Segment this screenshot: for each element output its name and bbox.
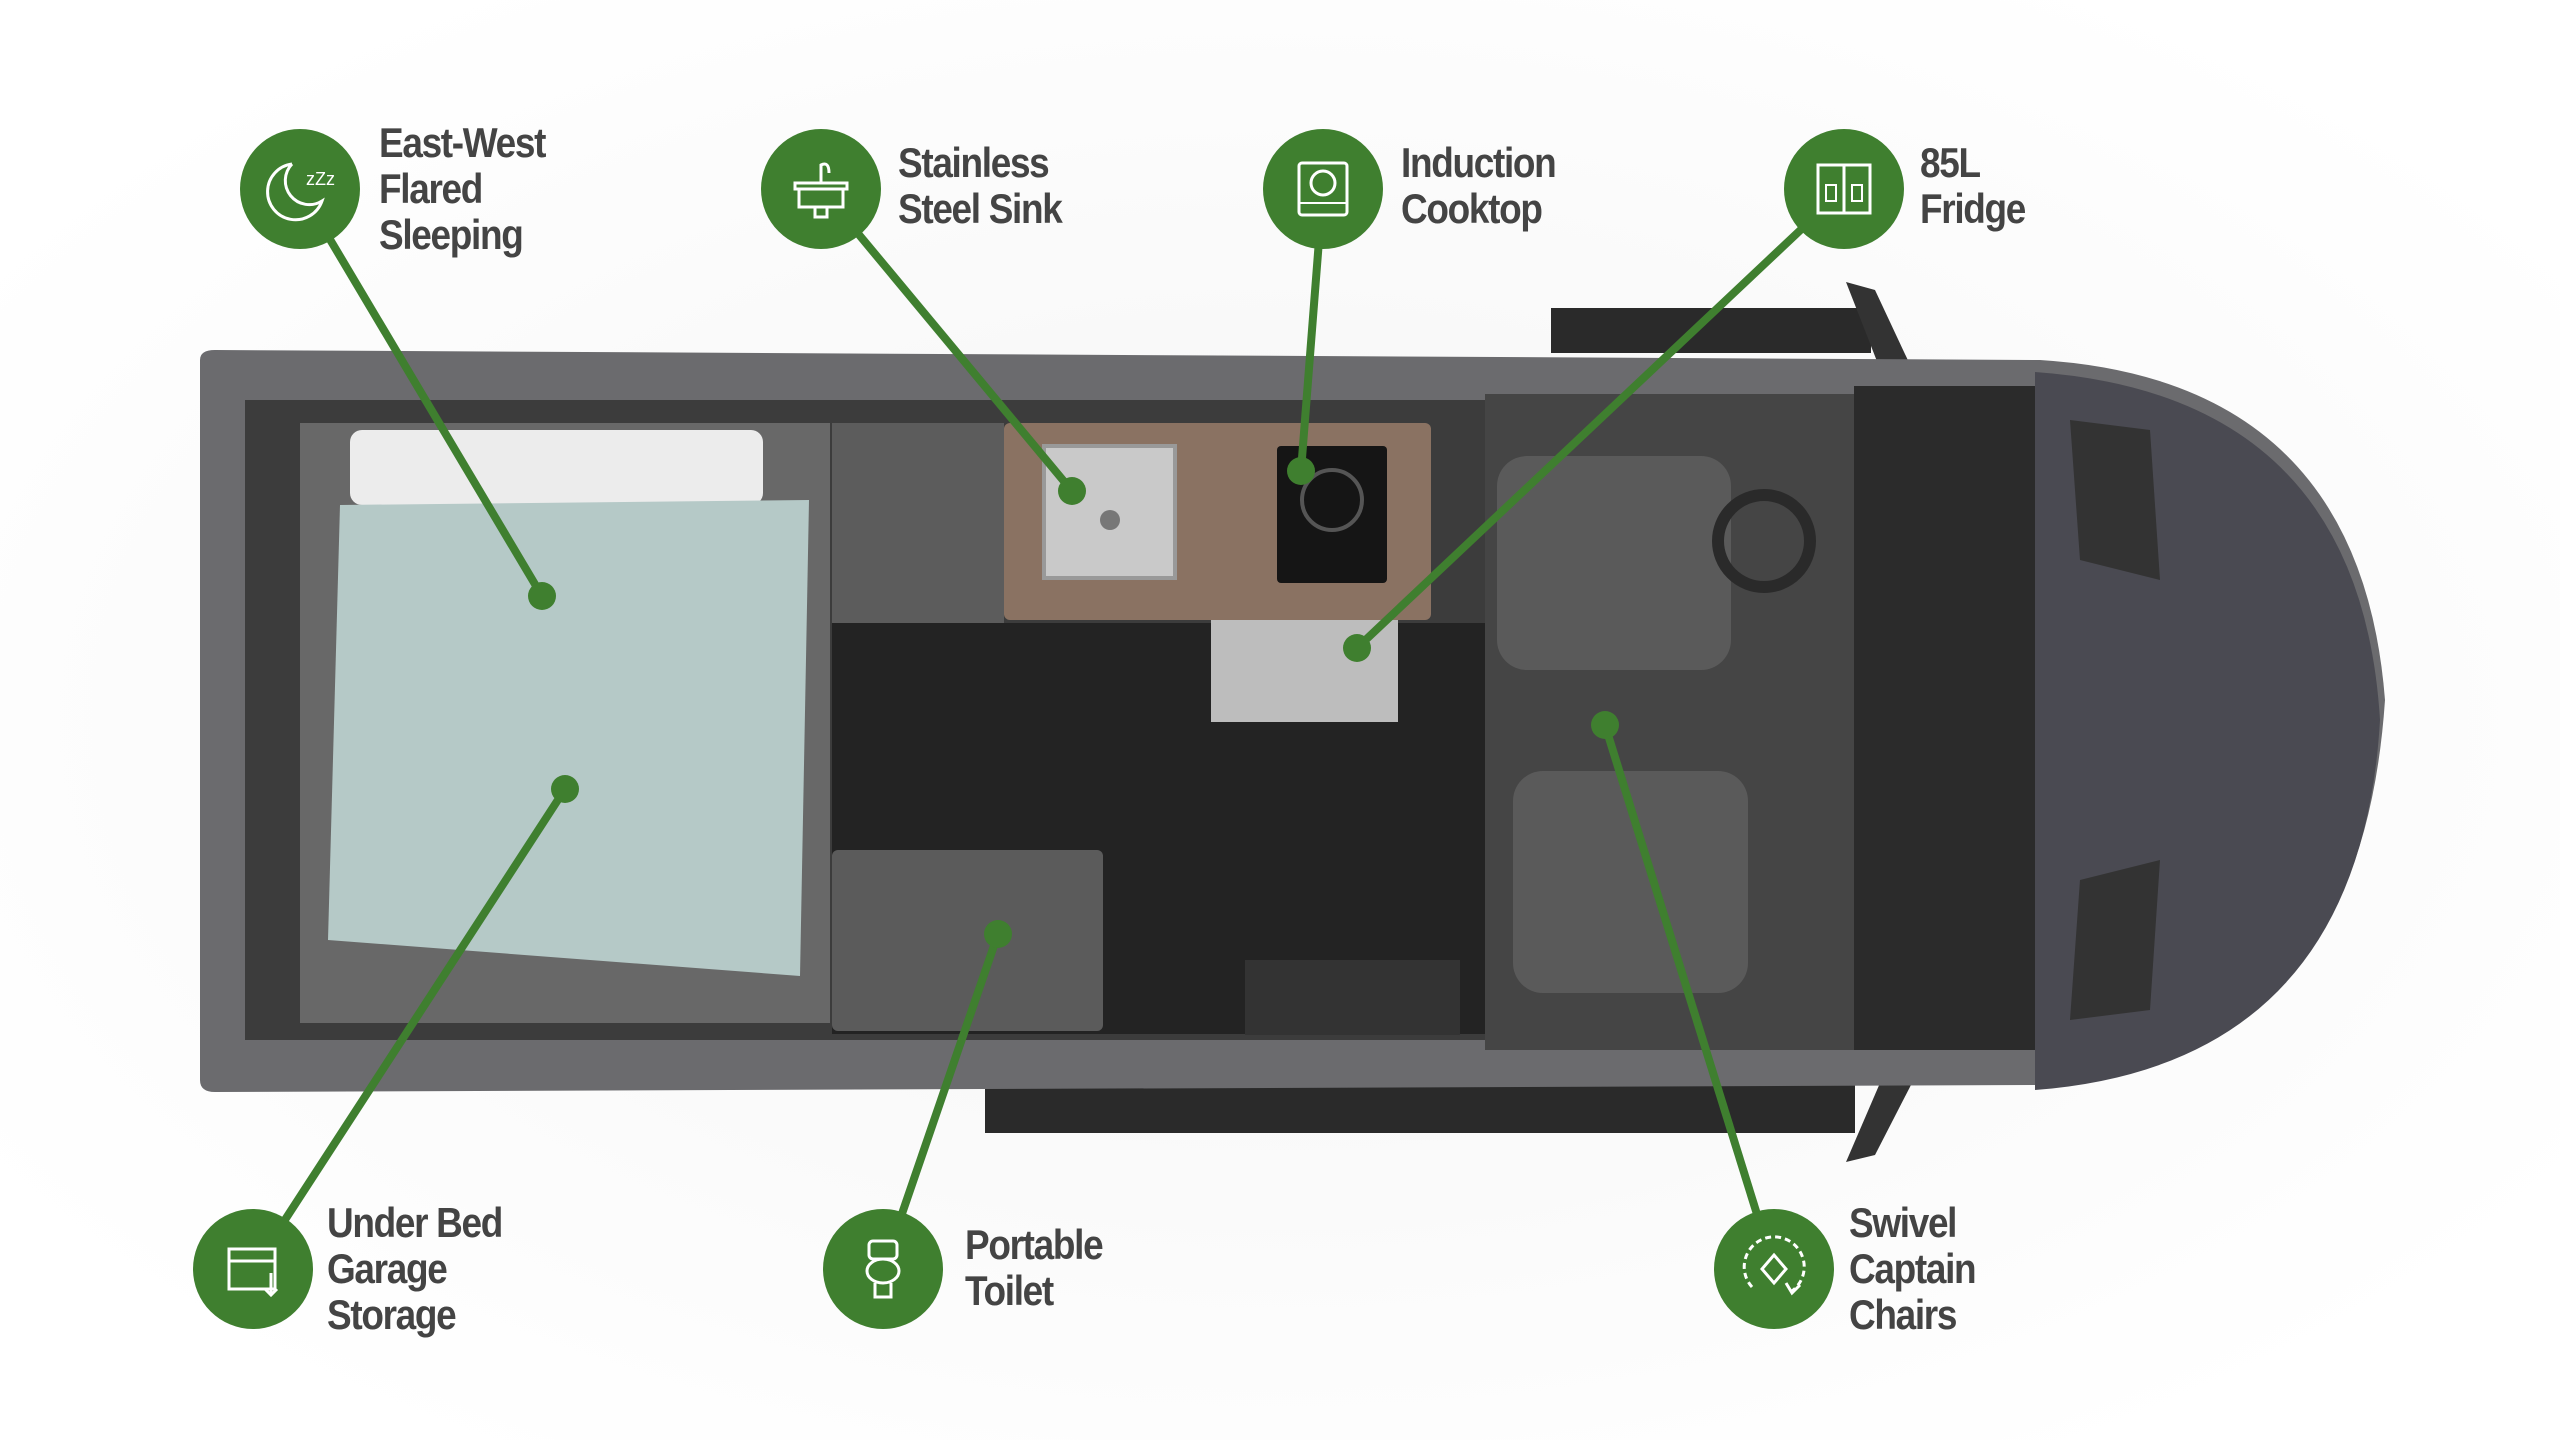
label-line: Sleeping bbox=[379, 211, 524, 258]
toilet-target-dot bbox=[984, 920, 1012, 948]
label-line: Toilet bbox=[965, 1267, 1054, 1314]
storage-box-icon bbox=[193, 1209, 313, 1329]
van-top-view bbox=[200, 282, 2385, 1162]
sink-icon bbox=[761, 129, 881, 249]
passenger-seat bbox=[1513, 771, 1748, 993]
step-mat bbox=[1245, 960, 1460, 1035]
callout-leaders bbox=[249, 186, 1847, 1272]
label-line: Storage bbox=[327, 1291, 457, 1338]
fridge-leader-line bbox=[1354, 186, 1847, 651]
sink-target-dot bbox=[1058, 477, 1086, 505]
toilet-icon bbox=[823, 1209, 943, 1329]
label-line: East-West bbox=[379, 119, 546, 166]
fridge-target-dot bbox=[1343, 634, 1371, 662]
label-line: Steel Sink bbox=[898, 185, 1063, 232]
svg-text:zZz: zZz bbox=[306, 169, 335, 189]
cooktop-icon bbox=[1263, 129, 1383, 249]
dashboard bbox=[1854, 386, 2035, 1050]
label-line: 85L bbox=[1920, 139, 1981, 186]
label-line: Garage bbox=[327, 1245, 448, 1292]
swivel-leader-line bbox=[1601, 723, 1778, 1271]
swivel-target-dot bbox=[1591, 711, 1619, 739]
label-line: Fridge bbox=[1920, 185, 2026, 232]
sink-leader-line bbox=[817, 186, 1076, 494]
moon-zzz-icon: zZz bbox=[240, 129, 360, 249]
fridge-icon bbox=[1784, 129, 1904, 249]
blanket bbox=[328, 500, 809, 976]
label-line: Chairs bbox=[1849, 1291, 1957, 1338]
mirror-left bbox=[1846, 282, 1912, 369]
cooktop-target-dot bbox=[1287, 457, 1315, 485]
steering-wheel bbox=[1712, 489, 1816, 593]
upper-cabinet bbox=[832, 423, 1004, 623]
label-line: Swivel bbox=[1849, 1199, 1957, 1246]
pillows bbox=[350, 430, 763, 505]
label-line: Induction bbox=[1401, 139, 1557, 186]
label-line: Portable bbox=[965, 1221, 1104, 1268]
hood-vent-top bbox=[2070, 420, 2160, 580]
label-line: Stainless bbox=[898, 139, 1050, 186]
label-line: Cooktop bbox=[1401, 185, 1543, 232]
label-line: Flared bbox=[379, 165, 483, 212]
label-line: Under Bed bbox=[327, 1199, 503, 1246]
sleeping-leader-line bbox=[296, 186, 546, 599]
cooktop-ring bbox=[1300, 468, 1364, 532]
callout-circles: zZz bbox=[193, 129, 1904, 1329]
bench-cabinet bbox=[832, 850, 1103, 1031]
garage-target-dot bbox=[551, 775, 579, 803]
garage-leader-line bbox=[249, 786, 569, 1272]
swivel-chair-icon bbox=[1714, 1209, 1834, 1329]
hood-vent-bottom bbox=[2070, 860, 2160, 1020]
sleeping-target-dot bbox=[528, 582, 556, 610]
sink-drain bbox=[1100, 510, 1120, 530]
label-line: Captain bbox=[1849, 1245, 1977, 1292]
driver-seat bbox=[1497, 456, 1731, 670]
mirror-right bbox=[1846, 1083, 1912, 1162]
running-board bbox=[985, 1083, 1855, 1133]
